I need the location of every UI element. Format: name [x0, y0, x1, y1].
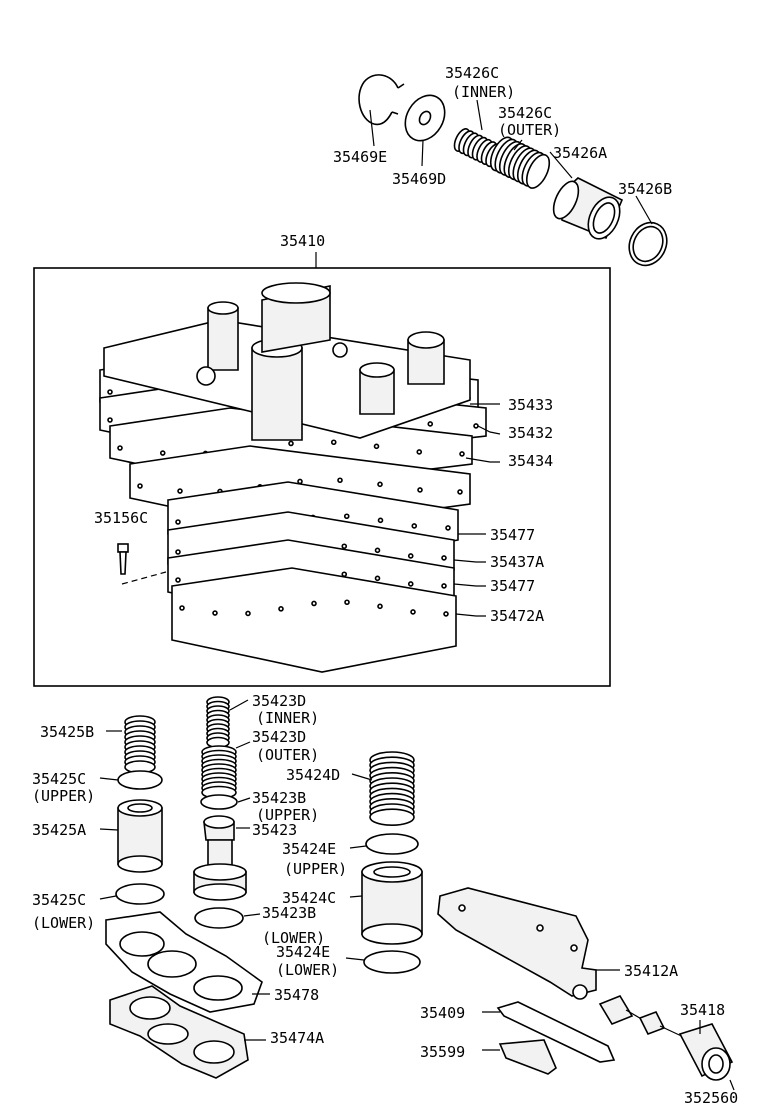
bolt-35156c [117, 543, 167, 585]
solenoid-assemblies [103, 282, 471, 441]
label-l35477b: 35477 [490, 577, 535, 595]
o-ring-35425c-upper [117, 770, 163, 790]
spring-35426c-outer [489, 136, 551, 189]
spring-35423d-inner [206, 696, 230, 749]
gasket-35478 [105, 911, 263, 1013]
label-l35426c_outer: 35426C [498, 104, 552, 122]
label-l35425a: 35425A [32, 821, 86, 839]
o-ring-35424e-lower [363, 950, 421, 974]
label-l352560: 352560 [684, 1089, 738, 1107]
label-l35472a: 35472A [490, 607, 544, 625]
label-l35426c_inner: 35426C [445, 64, 499, 82]
label-l35424e_upper: 35424E [282, 840, 336, 858]
label-l35599: 35599 [420, 1043, 465, 1061]
label-l35156c: 35156C [94, 509, 148, 527]
valve-body-plates [99, 351, 487, 673]
washer-35469d [404, 94, 446, 142]
label-l35425c_upper: 35425C [32, 770, 86, 788]
label-l35425c_upper_note: (UPPER) [32, 787, 95, 805]
o-ring-35425c-lower [115, 883, 165, 905]
label-l35423b_upper_note: (UPPER) [256, 806, 319, 824]
label-l35423d_inner_note: (INNER) [256, 709, 319, 727]
spring-35423d-outer [201, 745, 237, 800]
sleeve-35426a [552, 177, 624, 240]
label-l35426c_outer_note: (OUTER) [498, 121, 561, 139]
label-l35425b: 35425B [40, 723, 94, 741]
label-l35477a: 35477 [490, 526, 535, 544]
label-l35437a: 35437A [490, 553, 544, 571]
label-l35434: 35434 [508, 452, 553, 470]
snap-ring-35469e [358, 74, 405, 126]
label-l35412a: 35412A [624, 962, 678, 980]
label-l35426b: 35426B [618, 180, 672, 198]
label-l35409: 35409 [420, 1004, 465, 1022]
detent-spring-35409 [496, 1001, 616, 1063]
plate-35599 [498, 1039, 557, 1075]
label-l35469e: 35469E [333, 148, 387, 166]
label-l35424e_upper_note: (UPPER) [284, 860, 347, 878]
valve-body-assembly-frame [33, 267, 611, 687]
label-l35474a: 35474A [270, 1029, 324, 1047]
spring-35425b [124, 715, 156, 774]
o-ring-35426b [628, 221, 668, 267]
label-l35425c_lower_note: (LOWER) [32, 914, 95, 932]
label-l35426a: 35426A [553, 144, 607, 162]
label-l35469d: 35469D [392, 170, 446, 188]
o-ring-35423b-upper [200, 794, 238, 810]
label-l35418: 35418 [680, 1001, 725, 1019]
label-l35423d_inner: 35423D [252, 692, 306, 710]
label-l35423d_outer: 35423D [252, 728, 306, 746]
label-l35423: 35423 [252, 821, 297, 839]
o-ring-35424e-upper [365, 833, 419, 855]
label-l35423b_lower: 35423B [262, 904, 316, 922]
label-l35424c: 35424C [282, 889, 336, 907]
piston-35425a [117, 799, 163, 873]
label-l35432: 35432 [508, 424, 553, 442]
label-l35433: 35433 [508, 396, 553, 414]
valve-35418 [598, 995, 734, 1081]
plate-35412a [437, 887, 597, 1000]
label-l35425c_lower: 35425C [32, 891, 86, 909]
label-l35478: 35478 [274, 986, 319, 1004]
piston-35424c [361, 861, 423, 945]
label-l35426c_inner_note: (INNER) [452, 83, 515, 101]
label-l35424e_lower_note: (LOWER) [276, 961, 339, 979]
label-l35423b_lower_note: (LOWER) [262, 929, 325, 947]
part-labels: 3541035426C(INNER)35426C(OUTER)35426A354… [32, 64, 738, 1107]
label-l35424e_lower: 35424E [276, 943, 330, 961]
label-assembly_label: 35410 [280, 232, 325, 250]
label-l35423b_upper: 35423B [252, 789, 306, 807]
o-ring-35423b-lower [194, 907, 244, 929]
label-l35423d_outer_note: (OUTER) [256, 746, 319, 764]
piston-35423 [193, 815, 247, 901]
spring-35424d [369, 751, 415, 827]
cover-35474a [109, 985, 249, 1079]
label-l35424d: 35424D [286, 766, 340, 784]
